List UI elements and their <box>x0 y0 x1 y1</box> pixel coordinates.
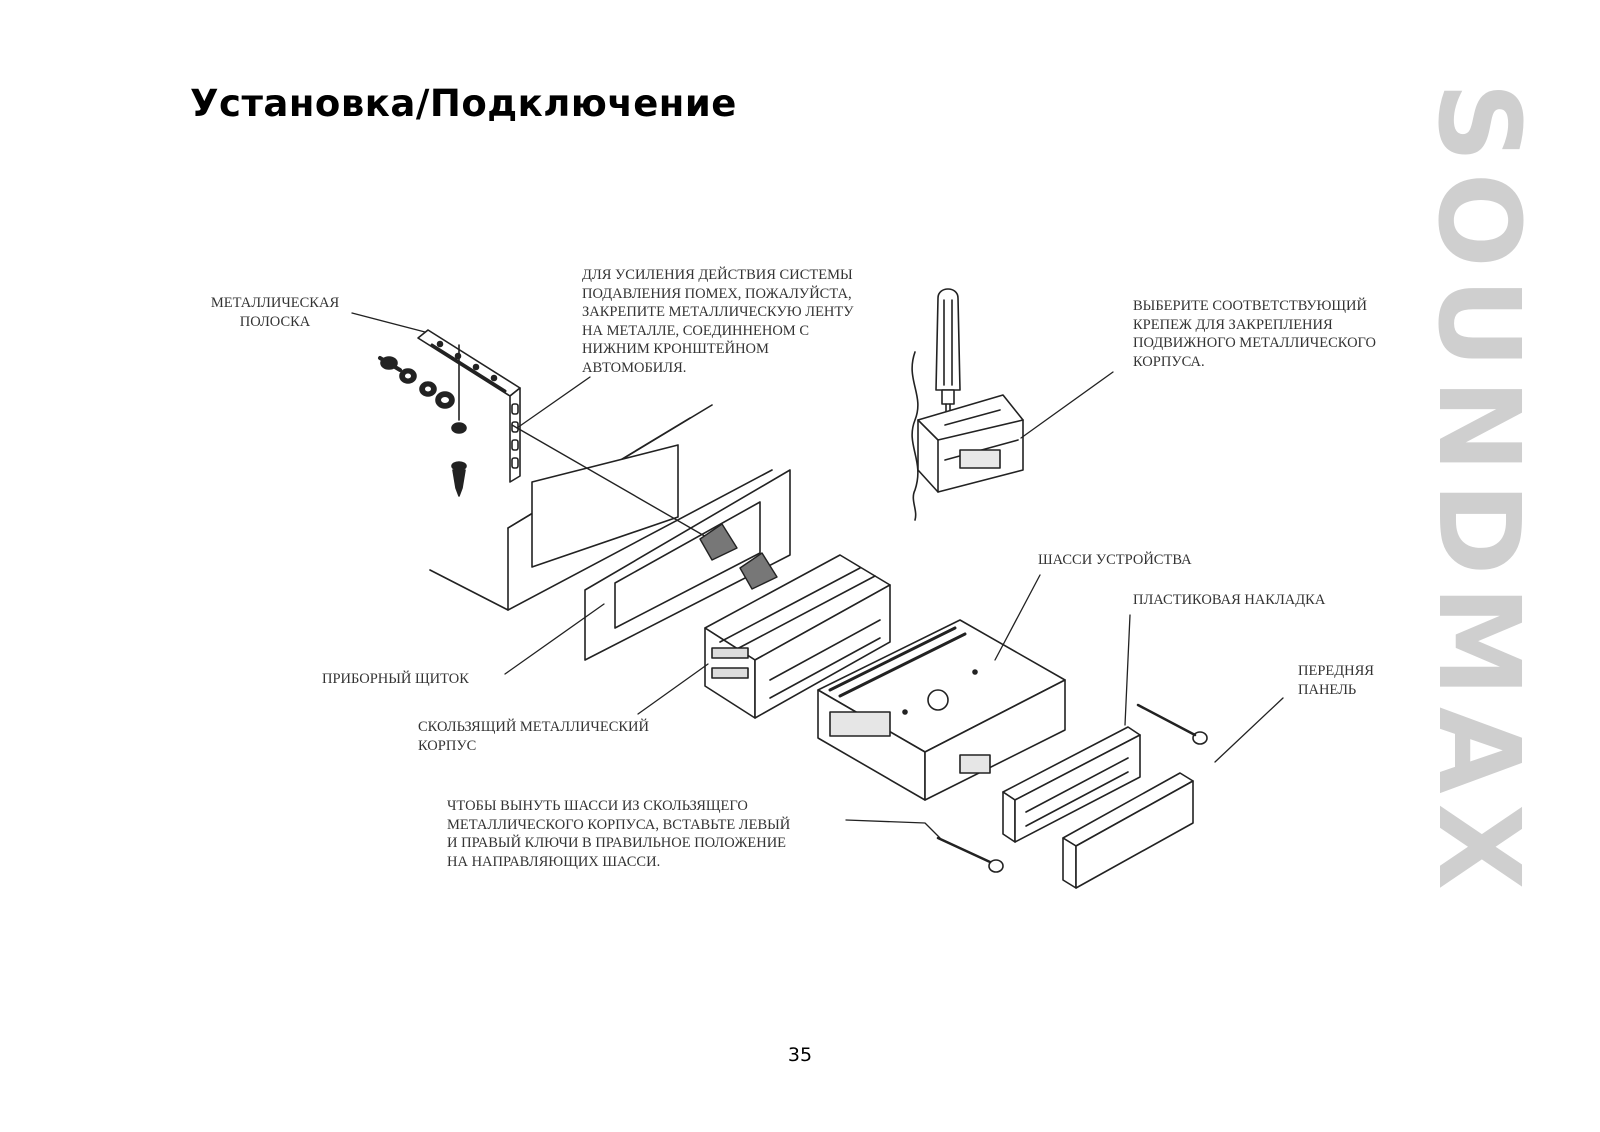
page-number: 35 <box>787 1044 813 1066</box>
fastener-note-label: ВЫБЕРИТЕ СООТВЕТСТВУЮЩИЙ КРЕПЕЖ ДЛЯ ЗАКР… <box>1133 298 1377 370</box>
sliding-case-label: СКОЛЬЗЯЩИЙ МЕТАЛЛИЧЕСКИЙ КОРПУС <box>418 719 649 754</box>
dashboard-panel-illustration <box>430 405 772 610</box>
chassis-label: ШАССИ УСТРОЙСТВА <box>1038 552 1192 568</box>
leader-lines <box>352 313 1283 838</box>
removal-note-label: ЧТОБЫ ВЫНУТЬ ШАССИ ИЗ СКОЛЬЗЯЩЕГО МЕТАЛЛ… <box>447 798 791 870</box>
screw-illustration <box>452 345 466 496</box>
sliding-case-illustration <box>705 555 890 718</box>
page-title: Установка/Подключение <box>190 82 737 125</box>
front-panel-illustration <box>1063 773 1193 888</box>
front-panel-label: ПЕРЕДНЯЯ ПАНЕЛЬ <box>1298 663 1374 698</box>
bolt-and-nuts-illustration <box>380 357 454 408</box>
plastic-trim-label: ПЛАСТИКОВАЯ НАКЛАДКА <box>1133 592 1326 608</box>
bracket-detail-illustration <box>912 352 1023 520</box>
mounting-arrows <box>512 425 777 589</box>
metal-strip-label: МЕТАЛЛИЧЕСКАЯ ПОЛОСКА <box>210 295 340 330</box>
chassis-illustration <box>818 620 1065 800</box>
interference-note-label: ДЛЯ УСИЛЕНИЯ ДЕЙСТВИЯ СИСТЕМЫ ПОДАВЛЕНИЯ… <box>582 267 854 376</box>
metal-strip-illustration <box>418 330 520 482</box>
removal-key-icon <box>938 705 1207 872</box>
brand-logo-text: SOUNDMAX <box>1413 82 1543 901</box>
dashboard-label: ПРИБОРНЫЙ ЩИТОК <box>322 671 469 687</box>
plastic-trim-illustration <box>1003 727 1140 842</box>
